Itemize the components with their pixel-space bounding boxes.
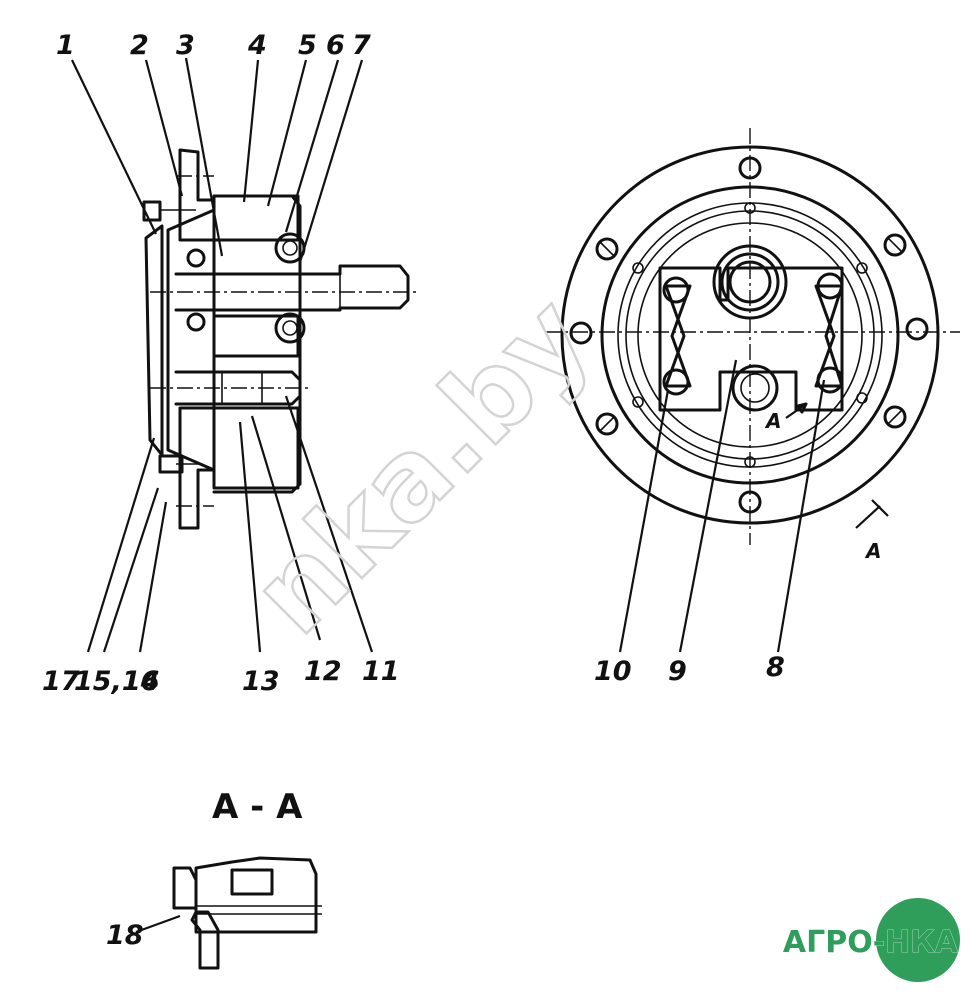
callout-5: 5 <box>298 30 317 61</box>
callout-8: 8 <box>766 652 785 683</box>
callout-2: 2 <box>130 30 149 61</box>
callout-12: 12 <box>304 656 342 687</box>
callout-7: 7 <box>352 30 371 61</box>
agro-nka-logo: АГРО-НКА <box>783 898 960 982</box>
watermark-text: nka.by <box>228 272 614 658</box>
logo-text: АГРО-НКА <box>783 925 959 960</box>
section-arrow-label-upper: A <box>764 409 781 433</box>
section-arrow-label-lower: A <box>864 539 881 563</box>
callout-17: 17 <box>42 666 80 697</box>
callout-10: 10 <box>594 656 632 687</box>
section-title: A - A <box>212 787 303 827</box>
logo-badge <box>876 898 960 982</box>
callout-1: 1 <box>56 30 75 61</box>
callout-4: 4 <box>247 30 267 61</box>
leader-lines <box>71 57 826 653</box>
section-a-a <box>135 856 322 970</box>
callout-18: 18 <box>106 920 144 951</box>
front-view <box>545 128 960 545</box>
callout-9: 9 <box>668 656 687 687</box>
callout-11: 11 <box>362 656 400 687</box>
callout-6: 6 <box>326 30 345 61</box>
sectional-view <box>142 148 420 530</box>
callout-15-16: 15,16 <box>74 666 159 697</box>
callout-labels: 1 2 3 4 5 6 7 17 15,16 14 13 12 11 10 9 … <box>42 30 881 951</box>
callout-14: 14 <box>122 666 160 697</box>
callout-13: 13 <box>242 666 280 697</box>
callout-3: 3 <box>176 30 195 61</box>
